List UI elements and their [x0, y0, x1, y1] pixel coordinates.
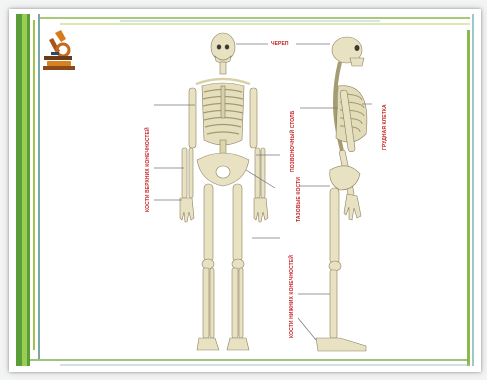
- decorative-frame: [16, 14, 474, 366]
- pelvis-label: ТАЗОВЫЕ КОСТИ: [296, 177, 302, 222]
- lower-limbs-label: КОСТИ НИЖНИХ КОНЕЧНОСТЕЙ: [289, 255, 295, 338]
- upper-limbs-label: КОСТИ ВЕРХНИХ КОНЕЧНОСТЕЙ: [145, 127, 151, 212]
- skull-label: ЧЕРЕП: [271, 41, 289, 47]
- front-skeleton-illustration: [180, 33, 268, 350]
- side-skeleton-illustration: [316, 37, 367, 351]
- chest-label: ГРУДНАЯ КЛЕТКА: [382, 104, 388, 150]
- spine-label: ПОЗВОНОЧНЫЙ СТОЛБ: [290, 111, 296, 172]
- microscope-icon: [43, 30, 75, 70]
